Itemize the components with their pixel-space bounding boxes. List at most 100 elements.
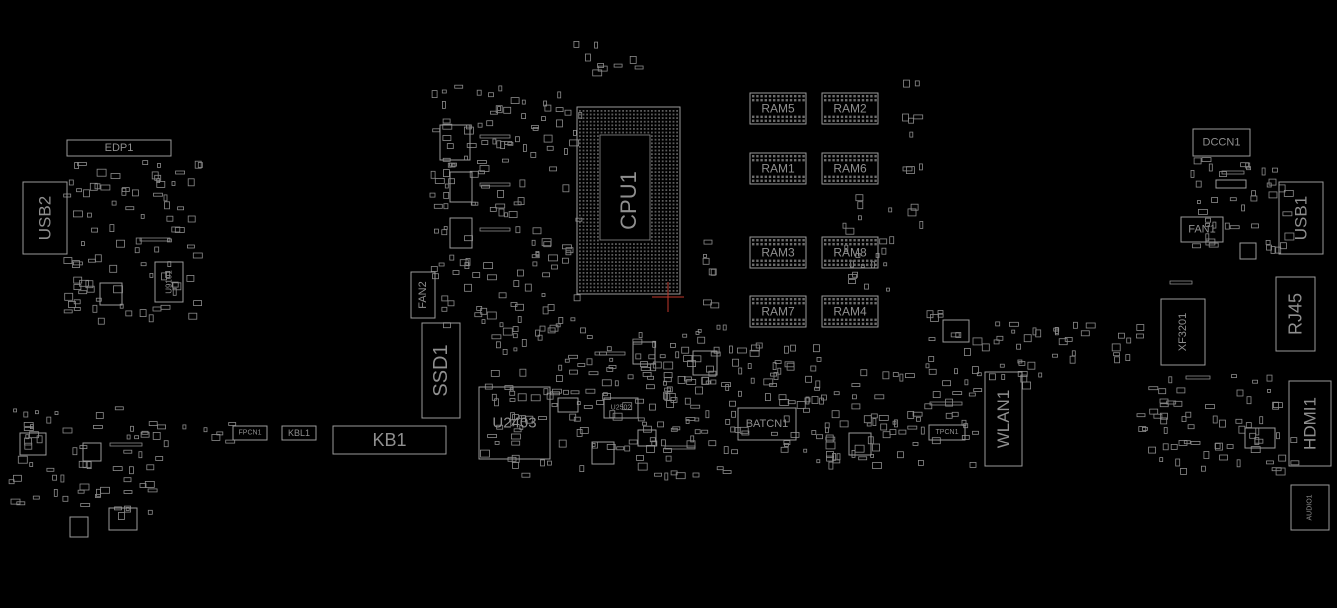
smd-part [569,139,579,147]
component-kbl1[interactable]: KBL1 [281,425,317,441]
smd-part [1240,162,1249,168]
smd-part [710,268,716,276]
smd-part [872,418,877,427]
smd-part [123,449,133,454]
component-tpcn1[interactable]: TPCN1 [928,424,966,441]
smd-part [1160,412,1168,420]
smd-part [606,366,614,372]
component-u2403[interactable]: U2403 [478,386,551,460]
smd-part [486,120,494,127]
smd-part [1027,361,1036,370]
component-fan1[interactable]: FAN1 [1180,216,1224,243]
smd-part [12,474,22,482]
smd-part [72,260,80,269]
smd-part [140,431,150,438]
smd-part [94,254,102,263]
smd-part [594,41,598,49]
smd-part [513,201,522,206]
smd-part [675,472,686,480]
smd-part [539,325,546,332]
smd-part [81,241,85,247]
smd-part [832,452,836,461]
component-ram2[interactable]: RAM2 [821,92,879,125]
component-audio1[interactable]: AUDIO1 [1290,484,1330,531]
smd-part [109,224,115,233]
smd-part [1195,180,1202,188]
smd-part [512,461,519,469]
smd-part [1231,374,1237,379]
smd-part [635,353,642,360]
smd-part [498,85,503,92]
component-usb2[interactable]: USB2 [22,181,68,255]
component-u9101[interactable]: U9101 [154,261,184,303]
component-usb1[interactable]: USB1 [1278,181,1324,255]
component-ram7[interactable]: RAM7 [749,295,807,328]
smd-part [945,398,953,407]
component-ram1[interactable]: RAM1 [749,152,807,185]
smd-part [579,465,585,473]
smd-part [702,257,710,265]
component-ram6[interactable]: RAM6 [821,152,879,185]
smd-part [474,312,483,318]
smd-part [872,462,882,469]
smd-part [912,411,923,417]
smd-part [1201,157,1212,163]
smd-part [46,416,52,424]
smd-part [738,390,742,397]
smd-part [1211,197,1218,203]
component-label: TPCN1 [936,429,959,436]
smd-part [97,317,105,325]
component-xf3201[interactable]: XF3201 [1160,298,1206,366]
smd-part [663,391,668,400]
smd-part [570,317,576,322]
smd-part [1064,336,1073,342]
smd-part [670,342,676,348]
smd-part [710,302,720,309]
component-label: U9101 [165,270,174,294]
smd-part [1017,370,1028,377]
component-ram4[interactable]: RAM4 [821,295,879,328]
smd-part [517,316,522,323]
component-u2502[interactable]: U2502 [603,397,639,419]
smd-part [125,310,133,317]
smd-part [548,254,558,262]
component-ram8[interactable]: RAM8 [821,236,879,269]
component-cpu1[interactable]: CPU1 [576,106,681,295]
component-wlan1[interactable]: WLAN1 [984,371,1023,467]
component-ram5[interactable]: RAM5 [749,92,807,125]
component-batcn1[interactable]: BATCN1 [737,407,797,441]
smd-part [749,349,760,357]
component-rj45[interactable]: RJ45 [1275,276,1316,352]
component-fan2[interactable]: FAN2 [410,271,436,319]
smd-part [441,295,449,302]
smd-part [465,257,471,266]
component-hdmi1[interactable]: HDMI1 [1288,380,1332,467]
smd-part [114,406,124,411]
smd-part [642,371,652,377]
smd-part [780,446,789,453]
smd-part [138,451,143,459]
smd-part [1166,400,1177,405]
smd-part [502,348,508,355]
smd-part [1071,350,1076,357]
smd-part [648,354,656,360]
ic-part [632,341,656,365]
component-fpcn1[interactable]: FPCN1 [232,425,268,441]
smd-part [479,165,490,172]
smd-part [663,377,672,383]
component-label: USB1 [1292,196,1311,240]
component-ssd1[interactable]: SSD1 [421,322,461,419]
smd-part [549,324,559,332]
component-edp1[interactable]: EDP1 [66,139,172,157]
smd-part [36,435,43,444]
component-ram3[interactable]: RAM3 [749,236,807,269]
component-kb1[interactable]: KB1 [332,425,447,455]
smd-part [433,203,443,209]
component-dccn1[interactable]: DCCN1 [1192,128,1251,157]
smd-part [894,419,898,428]
smd-part [858,215,862,221]
smd-part [110,173,121,179]
smd-part [123,490,133,494]
smd-part [1241,204,1245,212]
